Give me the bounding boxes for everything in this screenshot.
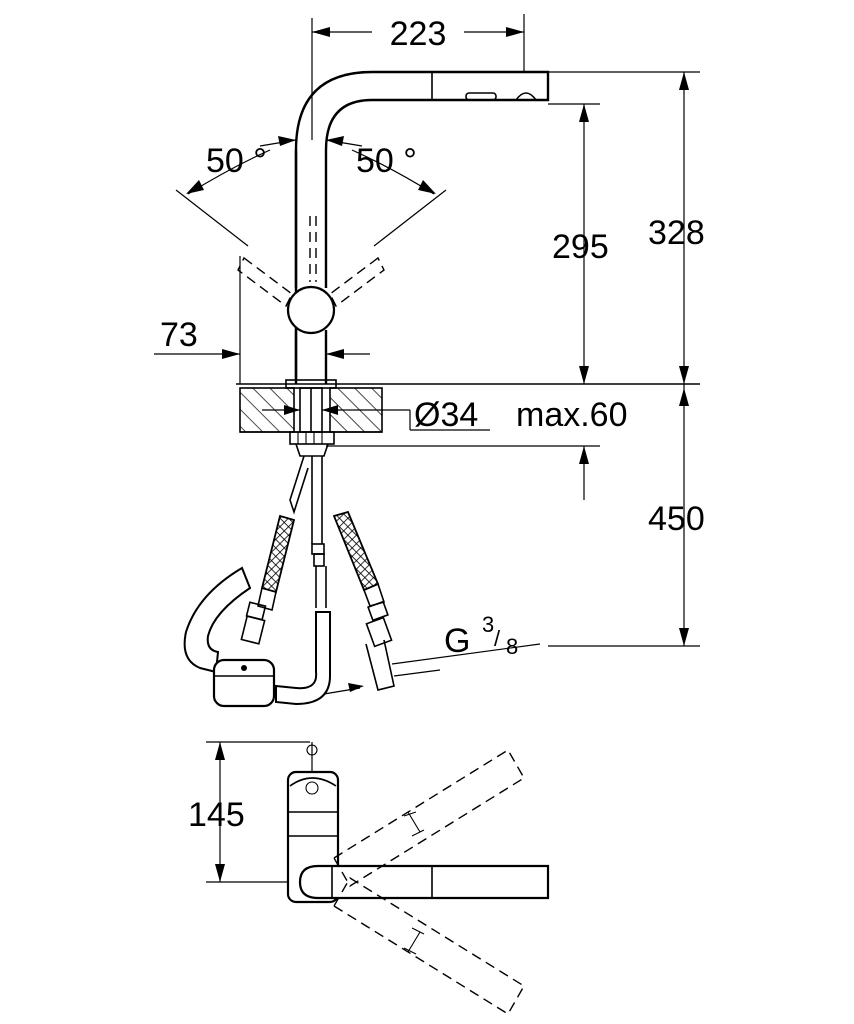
thread-label: G [444, 622, 470, 660]
top-view: 145 [188, 741, 550, 1015]
height-dimensions: 295 328 450 [548, 71, 705, 647]
max-thickness-label: max.60 [516, 396, 628, 434]
hole-diameter-label: Ø34 [414, 396, 478, 434]
hoses: G 3 / 8 [183, 455, 541, 708]
hose-length-label: 450 [648, 500, 705, 538]
swivel-left-label: 50 ° [206, 142, 267, 180]
countertop-section: Ø34 max.60 [236, 379, 700, 500]
thread-denominator: 8 [506, 634, 518, 659]
offset-dimension: 73 [154, 256, 370, 384]
spout-height-label: 295 [552, 228, 609, 266]
reach-dimension-label: 223 [390, 15, 447, 53]
top-view-depth-label: 145 [188, 796, 245, 834]
lever-handle [286, 285, 336, 335]
swivel-right-label: 50 ° [356, 142, 417, 180]
thread-numerator: 3 [482, 612, 494, 637]
svg-text:/: / [494, 626, 501, 651]
hose-weight [212, 658, 276, 708]
swivel-angle: 50 ° 50 ° [175, 136, 447, 308]
offset-label: 73 [160, 316, 198, 354]
spout [294, 70, 550, 384]
total-height-label: 328 [648, 214, 705, 252]
reach-dimension: 223 [311, 14, 525, 140]
